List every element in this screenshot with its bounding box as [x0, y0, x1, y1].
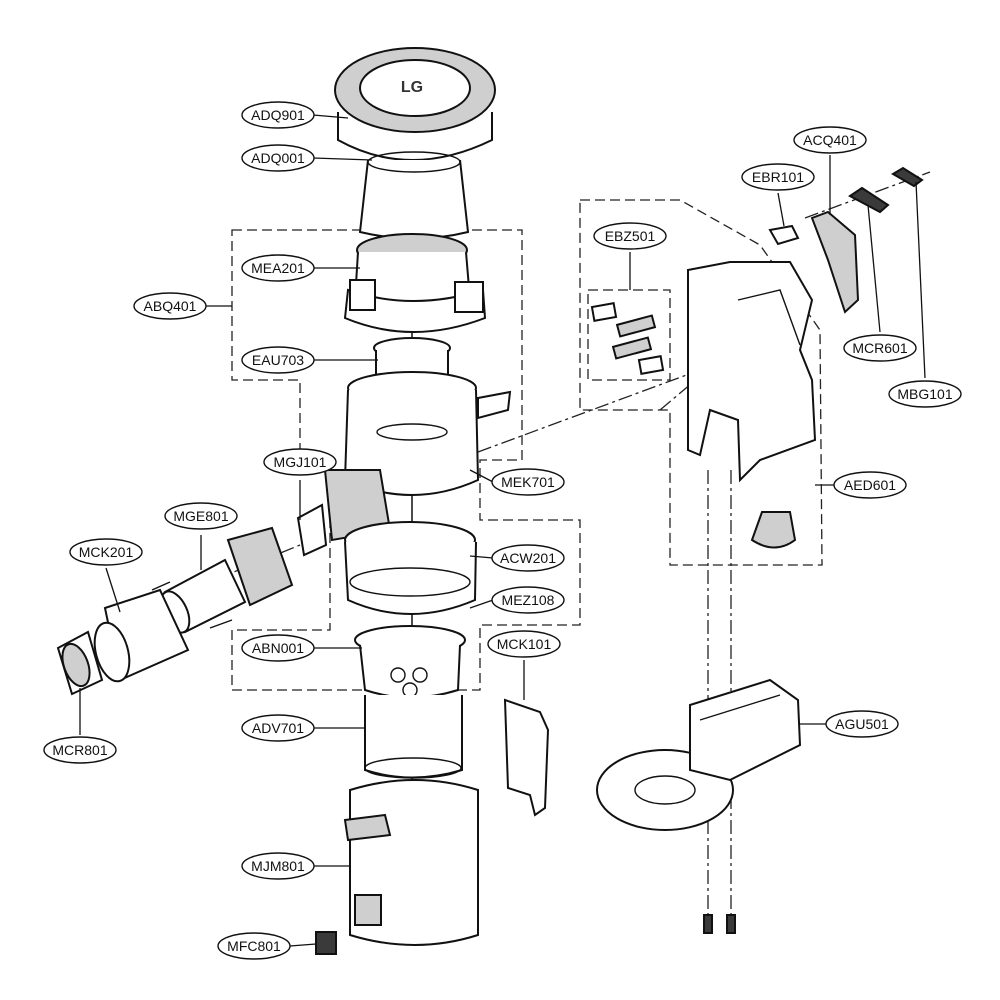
callout-agu501: AGU501: [825, 710, 899, 738]
part-mcr601: [848, 186, 890, 214]
callout-mcr601: MCR601: [843, 334, 917, 362]
part-adv701-bin-body: [364, 695, 463, 779]
part-ebz501-clips: [590, 302, 665, 375]
part-aed601-handle-housing: [687, 261, 817, 549]
callout-mjm801: MJM801: [241, 852, 315, 880]
leader-lines: [79, 114, 926, 947]
svg-text:AED601: AED601: [844, 477, 896, 493]
part-mck101-plate: [503, 698, 550, 817]
callout-mck101: MCK101: [487, 630, 561, 658]
callout-mek701: MEK701: [491, 468, 565, 496]
callout-abq401: ABQ401: [133, 292, 207, 320]
part-ebr101: [768, 224, 800, 246]
callout-mck201: MCK201: [69, 538, 143, 566]
svg-text:ACQ401: ACQ401: [803, 132, 857, 148]
svg-text:MCK101: MCK101: [497, 636, 552, 652]
svg-text:ADQ901: ADQ901: [251, 107, 305, 123]
svg-text:EBR101: EBR101: [752, 169, 804, 185]
part-adq901-top-cap: LG: [334, 47, 496, 161]
svg-text:MEZ108: MEZ108: [502, 592, 555, 608]
part-mjm801-bottom-housing: [343, 779, 479, 946]
svg-text:ADV701: ADV701: [252, 720, 304, 736]
callout-mez108: MEZ108: [491, 586, 565, 614]
callout-abn001: ABN001: [241, 634, 315, 662]
svg-text:MGE801: MGE801: [173, 508, 228, 524]
callout-ebz501: EBZ501: [593, 222, 667, 250]
callout-aed601: AED601: [833, 471, 907, 499]
callout-eau703: EAU703: [241, 346, 315, 374]
svg-text:MGJ101: MGJ101: [274, 454, 327, 470]
part-agu501-base-station: [596, 678, 802, 831]
callout-adq001: ADQ001: [241, 144, 315, 172]
svg-text:MBG101: MBG101: [897, 386, 952, 402]
callout-adq901: ADQ901: [241, 101, 315, 129]
svg-text:MFC801: MFC801: [227, 938, 281, 954]
part-mge801-tube: [151, 526, 294, 634]
connector-line-ebz501-rail: [659, 371, 706, 411]
callout-mge801: MGE801: [164, 502, 238, 530]
callout-mcr801: MCR801: [43, 736, 117, 764]
group-box-abq401: [231, 229, 581, 691]
callout-acw201: ACW201: [491, 544, 565, 572]
connector-line-mek701-aed601: [477, 369, 701, 453]
svg-text:ACW201: ACW201: [500, 550, 556, 566]
callout-mea201: MEA201: [241, 254, 315, 282]
svg-text:EBZ501: EBZ501: [605, 228, 656, 244]
svg-text:MCR601: MCR601: [852, 340, 907, 356]
callout-mgj101: MGJ101: [263, 448, 337, 476]
callout-mfc801: MFC801: [217, 932, 291, 960]
screws-bottom: [703, 914, 736, 934]
part-mck201-nozzle: [93, 588, 190, 683]
part-mek701-canister: [343, 371, 512, 496]
part-mbg101: [891, 166, 924, 188]
part-acw201-bin-ring: [344, 521, 477, 615]
part-mea201-cyclone-top: [343, 233, 487, 333]
part-mgj101-bracket: [296, 469, 392, 557]
part-mcr801-cap: [56, 630, 104, 696]
part-acq401-trigger: [810, 210, 860, 314]
part-mfc801-clip: [315, 931, 337, 955]
svg-text:ADQ001: ADQ001: [251, 150, 305, 166]
callout-adv701: ADV701: [241, 714, 315, 742]
part-abn001-inner: [354, 625, 466, 699]
svg-text:MEA201: MEA201: [251, 260, 305, 276]
group-box-aed601: [579, 199, 823, 566]
svg-text:ABQ401: ABQ401: [144, 298, 197, 314]
callout-ebr101: EBR101: [741, 163, 815, 191]
svg-text:MEK701: MEK701: [501, 474, 555, 490]
callout-mbg101: MBG101: [888, 380, 962, 408]
group-box-ebz501: [587, 289, 671, 381]
part-adq001-filter-body: [358, 151, 470, 240]
svg-text:MCK201: MCK201: [79, 544, 134, 560]
svg-text:MCR801: MCR801: [52, 742, 107, 758]
svg-text:AGU501: AGU501: [835, 716, 889, 732]
brand-logo-text: LG: [401, 79, 423, 96]
svg-text:MJM801: MJM801: [251, 858, 305, 874]
callout-acq401: ACQ401: [793, 126, 867, 154]
svg-text:EAU703: EAU703: [252, 352, 304, 368]
svg-text:ABN001: ABN001: [252, 640, 304, 656]
